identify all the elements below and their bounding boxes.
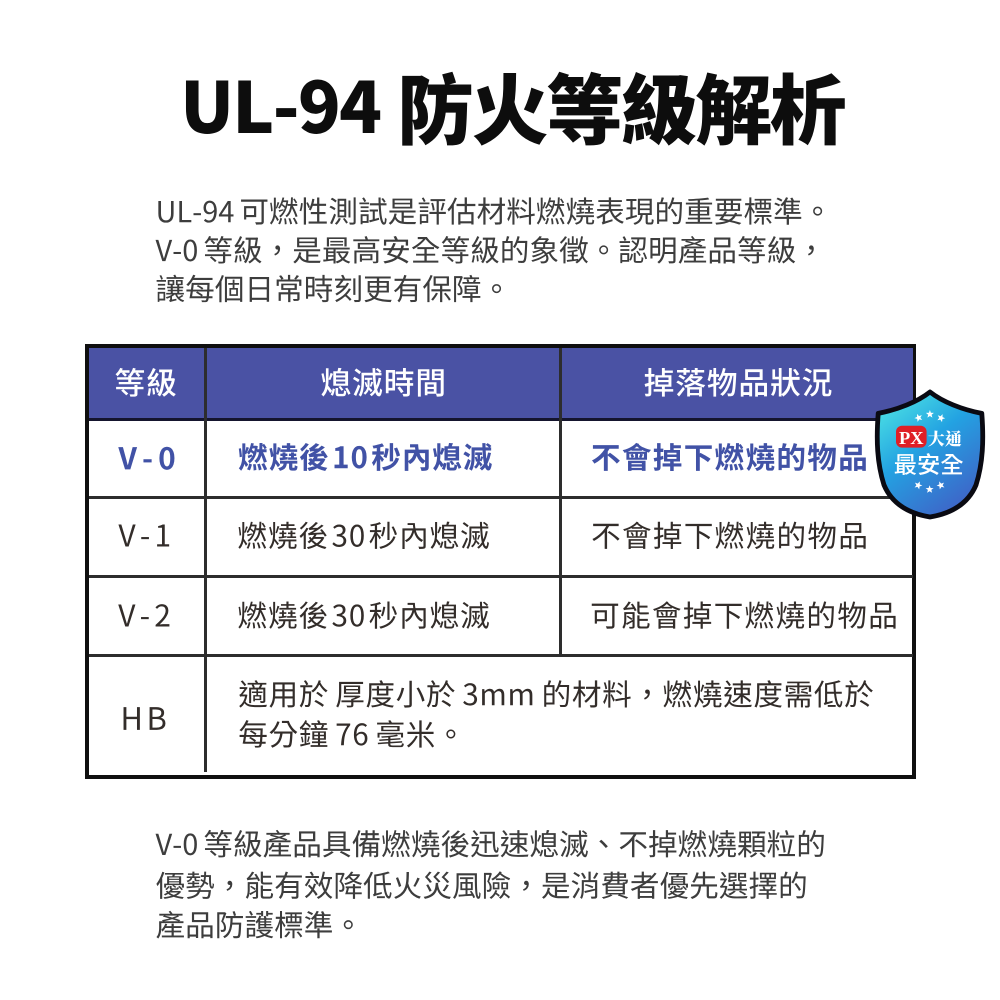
svg-text:PX: PX xyxy=(899,428,924,448)
